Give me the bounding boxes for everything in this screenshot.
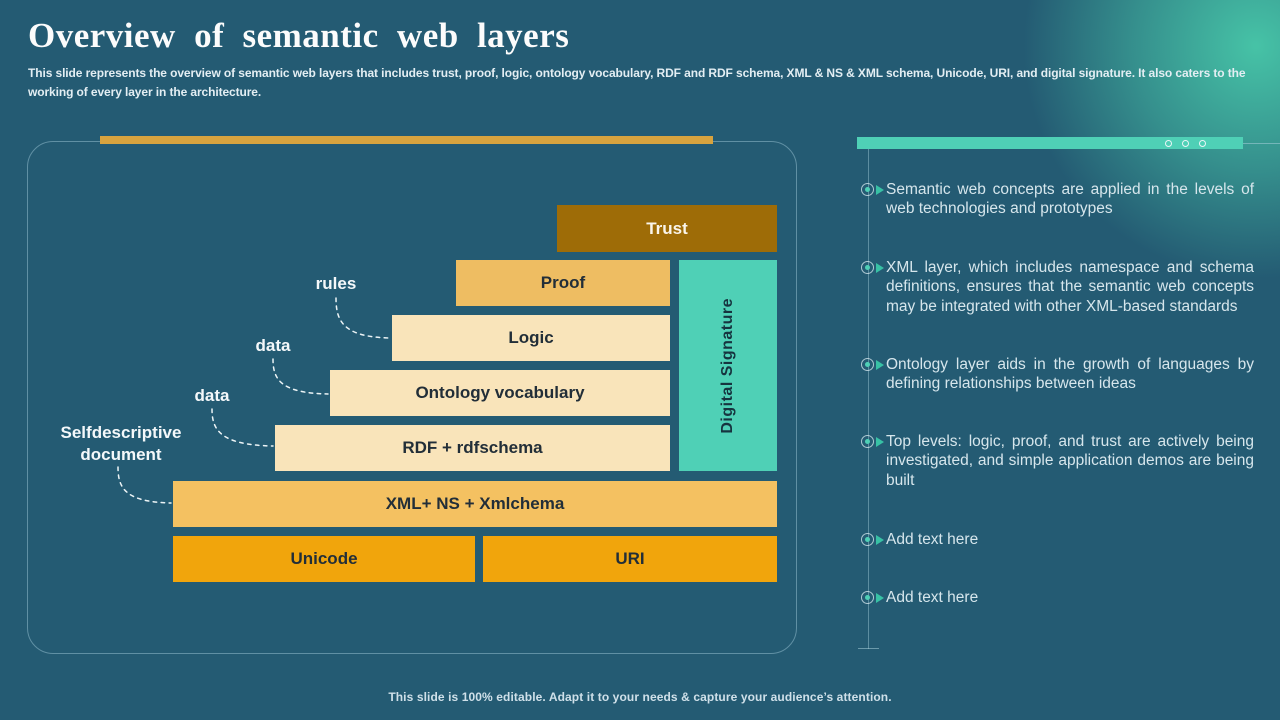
header-bar-tail-line (1243, 143, 1280, 144)
digital-signature-label: Digital Signature (719, 297, 736, 434)
layer-xml-label: XML+ NS + Xmlchema (385, 494, 565, 513)
slide-footer: This slide is 100% editable. Adapt it to… (388, 690, 892, 704)
bullet-text: Add text here (886, 589, 979, 606)
bullet-text: XML layer, which includes namespace and … (886, 259, 1254, 315)
layer-logic-label: Logic (508, 328, 554, 347)
bullet-item: Top levels: logic, proof, and trust are … (857, 432, 1255, 490)
decor-circle-icon (1182, 140, 1189, 147)
bullet-panel-header-bar (857, 137, 1243, 149)
layer-uri: URI (483, 536, 777, 582)
decor-circle-icon (1165, 140, 1172, 147)
layer-rdf-label: RDF + rdfschema (402, 438, 543, 457)
decor-circle-icon (1199, 140, 1206, 147)
bullet-marker-icon (857, 533, 884, 547)
bullet-marker-icon (857, 261, 884, 275)
bullet-item-placeholder: Add text here (857, 588, 1255, 607)
layer-uri-label: URI (615, 549, 645, 568)
bullet-text: Top levels: logic, proof, and trust are … (886, 433, 1254, 489)
bullet-text: Add text here (886, 531, 979, 548)
bullet-item: XML layer, which includes namespace and … (857, 258, 1255, 316)
bullet-text: Semantic web concepts are applied in the… (886, 181, 1254, 218)
bullet-marker-icon (857, 591, 884, 605)
layer-ontology-label: Ontology vocabulary (415, 383, 585, 402)
annotation-selfdescriptive-document: Selfdescriptive document (60, 423, 182, 465)
annotation-data-rdf: data (194, 386, 230, 405)
annotation-rules: rules (315, 274, 357, 293)
annotation-data-ontology: data (255, 336, 291, 355)
bullet-marker-icon (857, 358, 884, 372)
layer-proof-label: Proof (540, 273, 586, 292)
bullet-marker-icon (857, 435, 884, 449)
layer-trust: Trust (557, 205, 777, 252)
bullet-marker-icon (857, 183, 884, 197)
layer-unicode-label: Unicode (290, 549, 358, 568)
bullet-item: Ontology layer aids in the growth of lan… (857, 355, 1255, 394)
bullet-panel-spine-tick (858, 648, 879, 649)
layer-rdf-rdfschema: RDF + rdfschema (275, 425, 670, 471)
bullet-item: Semantic web concepts are applied in the… (857, 180, 1255, 219)
layer-proof: Proof (456, 260, 670, 306)
gold-accent-bar (100, 136, 713, 144)
layer-logic: Logic (392, 315, 670, 361)
bullet-text: Ontology layer aids in the growth of lan… (886, 356, 1254, 393)
page-title: Overview of semantic web layers (28, 16, 570, 55)
layer-trust-label: Trust (646, 218, 688, 238)
layer-unicode: Unicode (173, 536, 475, 582)
layer-xml-ns-xmlschema: XML+ NS + Xmlchema (173, 481, 777, 527)
digital-signature-bar: Digital Signature (679, 260, 777, 471)
bullet-item-placeholder: Add text here (857, 530, 1255, 549)
slide-subtitle: This slide represents the overview of se… (28, 66, 1246, 99)
bullet-panel-spine (868, 149, 869, 649)
layer-ontology-vocabulary: Ontology vocabulary (330, 370, 670, 416)
